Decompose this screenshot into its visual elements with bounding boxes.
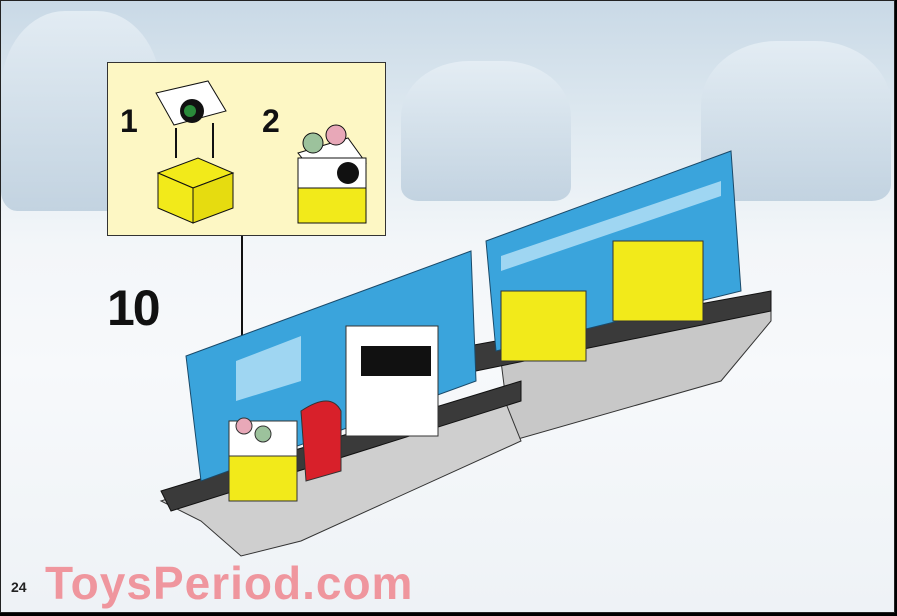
- seat-red: [300, 400, 342, 482]
- yellow-block: [612, 240, 704, 322]
- radar-dial: [337, 162, 359, 184]
- radar-screen: [184, 105, 196, 117]
- console-yellow: [228, 455, 298, 502]
- window-left: [236, 336, 301, 401]
- sub-assembly-illustration: [155, 80, 367, 224]
- watermark: ToysPeriod.com: [45, 557, 414, 609]
- assembled-yellow-brick: [297, 187, 367, 224]
- iceberg-background: [401, 61, 571, 201]
- pink-knob: [235, 417, 253, 435]
- green-knob: [254, 425, 272, 443]
- yellow-brick-front: [192, 172, 234, 224]
- substep-2-number: 2: [262, 103, 280, 139]
- substep-1-number: 1: [120, 103, 138, 139]
- panel-screen: [361, 346, 431, 376]
- window-right: [501, 181, 721, 271]
- sub-assembly-callout: 1 2: [107, 62, 386, 236]
- green-knob: [302, 132, 324, 154]
- pink-knob: [325, 124, 347, 146]
- control-panel: [345, 325, 439, 437]
- step-number: 10: [107, 280, 161, 336]
- page-number: 24: [11, 579, 27, 595]
- yellow-block: [500, 290, 587, 362]
